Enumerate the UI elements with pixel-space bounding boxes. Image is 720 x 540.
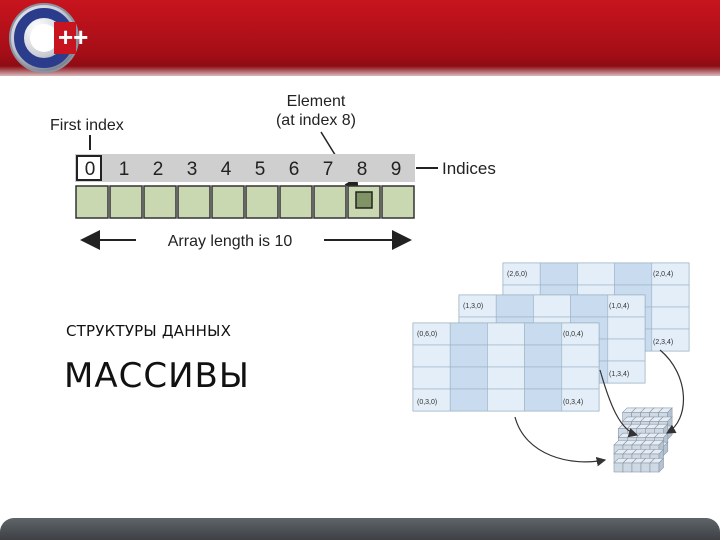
matrix-cell xyxy=(524,388,563,412)
matrix-cell xyxy=(524,344,563,368)
matrix-cell xyxy=(412,366,451,390)
matrix-coordinate-label: (0,0,4) xyxy=(563,331,583,338)
matrix-cell xyxy=(607,316,646,340)
matrix-cell xyxy=(607,338,646,362)
matrix-coordinate-label: (2,3,4) xyxy=(653,339,673,346)
index-label: 7 xyxy=(323,159,334,180)
matrix-coordinate-label: (1,0,4) xyxy=(609,303,629,310)
arrow-front-to-cubes xyxy=(514,416,607,467)
slide-title: МАССИВЫ xyxy=(64,356,250,396)
matrix-layer-front: (0,6,0) (0,0,4) (0,3,0) (0,3,4) xyxy=(412,322,600,412)
matrix-cell xyxy=(651,284,690,308)
matrix-cell xyxy=(539,262,578,286)
array-cell xyxy=(381,185,415,219)
array-cell xyxy=(279,185,313,219)
matrix-coordinate-label: (0,3,0) xyxy=(417,399,437,406)
matrix-cell xyxy=(607,360,646,384)
array-diagram: First index Element (at index 8) 0 1 2 3 4 5 6… xyxy=(50,93,496,250)
cpp-logo-icon: ++ xyxy=(9,3,88,73)
array-length-label: Array length is 10 xyxy=(168,233,293,250)
cube-stack-icon xyxy=(613,407,673,473)
arrow-middle-to-cubes xyxy=(599,369,639,438)
matrix-cell xyxy=(449,344,488,368)
matrix-coordinate-label: (0,3,4) xyxy=(563,399,583,406)
matrix-cell xyxy=(487,322,525,346)
element-label-line2: (at index 8) xyxy=(276,112,356,129)
array-cell xyxy=(245,185,279,219)
index-label: 8 xyxy=(357,159,368,180)
matrix-cell xyxy=(487,366,525,390)
index-label: 3 xyxy=(187,159,198,180)
matrix-coordinate-label: (2,0,4) xyxy=(653,271,673,278)
matrix-cell xyxy=(449,322,488,346)
matrix-cell xyxy=(524,322,563,346)
matrix-cell xyxy=(651,328,690,352)
matrix-coordinate-label: (1,3,4) xyxy=(609,371,629,378)
first-index-label: First index xyxy=(50,117,124,134)
index-label: 6 xyxy=(289,159,300,180)
matrix-cell xyxy=(614,262,653,286)
matrix-cell xyxy=(449,388,488,412)
footer-bar xyxy=(0,518,720,540)
matrix-cell xyxy=(651,306,690,330)
header-bar xyxy=(0,0,720,76)
matrix-cell xyxy=(533,294,571,318)
array-cell xyxy=(211,185,245,219)
matrix-coordinate-label: (0,6,0) xyxy=(417,331,437,338)
matrix-cell xyxy=(561,366,600,390)
first-index-box xyxy=(76,155,102,181)
matrix-cell xyxy=(487,344,525,368)
element-label-line1: Element xyxy=(287,93,346,110)
matrix-cell xyxy=(487,388,525,412)
matrix-cell xyxy=(495,294,534,318)
array-cell xyxy=(143,185,177,219)
matrix-coordinate-label: (2,6,0) xyxy=(507,271,527,278)
index-label: 5 xyxy=(255,159,266,180)
logo-plus-text: ++ xyxy=(58,22,88,52)
array-cell xyxy=(109,185,143,219)
index-label: 9 xyxy=(391,159,402,180)
header-fade xyxy=(0,66,720,80)
arrow-back-to-cubes xyxy=(659,349,685,434)
array-cell xyxy=(75,185,109,219)
indices-label: Indices xyxy=(442,159,496,178)
matrix-cell xyxy=(570,294,609,318)
highlighted-element xyxy=(355,191,373,209)
matrix-cell xyxy=(524,366,563,390)
array-cell xyxy=(177,185,211,219)
slide-subtitle: СТРУКТУРЫ ДАННЫХ xyxy=(66,322,232,340)
index-bar xyxy=(75,154,415,182)
index-label: 1 xyxy=(119,159,130,180)
matrix-diagram: (2,6,0) (2,0,4) (2,3,4) (1,3,0) (1,0,4) (1,3… xyxy=(412,262,690,473)
matrix-cell xyxy=(577,262,615,286)
matrix-coordinate-label: (1,3,0) xyxy=(463,303,483,310)
index-label: 4 xyxy=(221,159,232,180)
matrix-cell xyxy=(449,366,488,390)
index-label: 2 xyxy=(153,159,164,180)
index-label: 0 xyxy=(85,159,96,180)
array-cell xyxy=(313,185,347,219)
matrix-cell xyxy=(561,388,600,412)
matrix-cell xyxy=(412,344,451,368)
matrix-cell xyxy=(561,344,600,368)
